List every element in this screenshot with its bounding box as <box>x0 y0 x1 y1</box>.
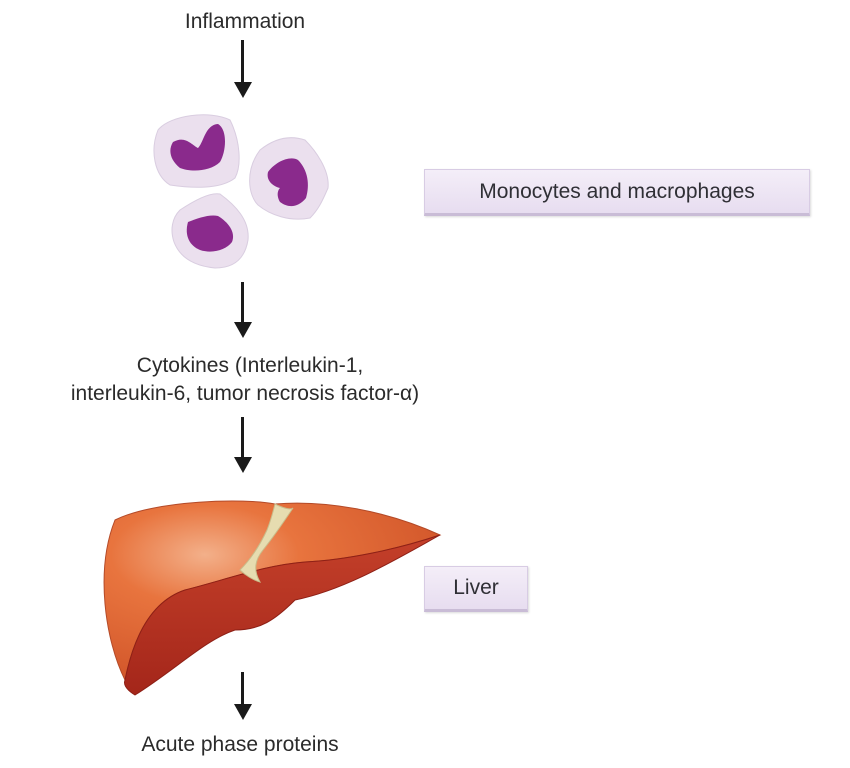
cytokines-text-line1: Cytokines (Interleukin-1, <box>136 354 364 377</box>
down-arrow-icon <box>233 672 253 722</box>
cell-3 <box>171 193 249 269</box>
down-arrow-icon <box>233 417 253 475</box>
cytokines-text-line2: interleukin-6, tumor necrosis factor-α) <box>70 382 420 405</box>
cell-2 <box>249 137 329 220</box>
acute-phase-proteins-text: Acute phase proteins <box>141 733 339 756</box>
liver-lower-lobe <box>124 534 441 696</box>
cell-1 <box>153 114 240 188</box>
liver-illustration <box>103 500 442 696</box>
inflammation-text: Inflammation <box>184 10 306 33</box>
liver-label: Liver <box>424 566 528 612</box>
falciform-ligament <box>239 503 294 583</box>
down-arrow-icon <box>233 40 253 98</box>
monocytes-macrophages-label: Monocytes and macrophages <box>424 169 810 216</box>
monocytes-macrophages-illustration <box>153 114 329 269</box>
down-arrow-icon <box>233 282 253 340</box>
